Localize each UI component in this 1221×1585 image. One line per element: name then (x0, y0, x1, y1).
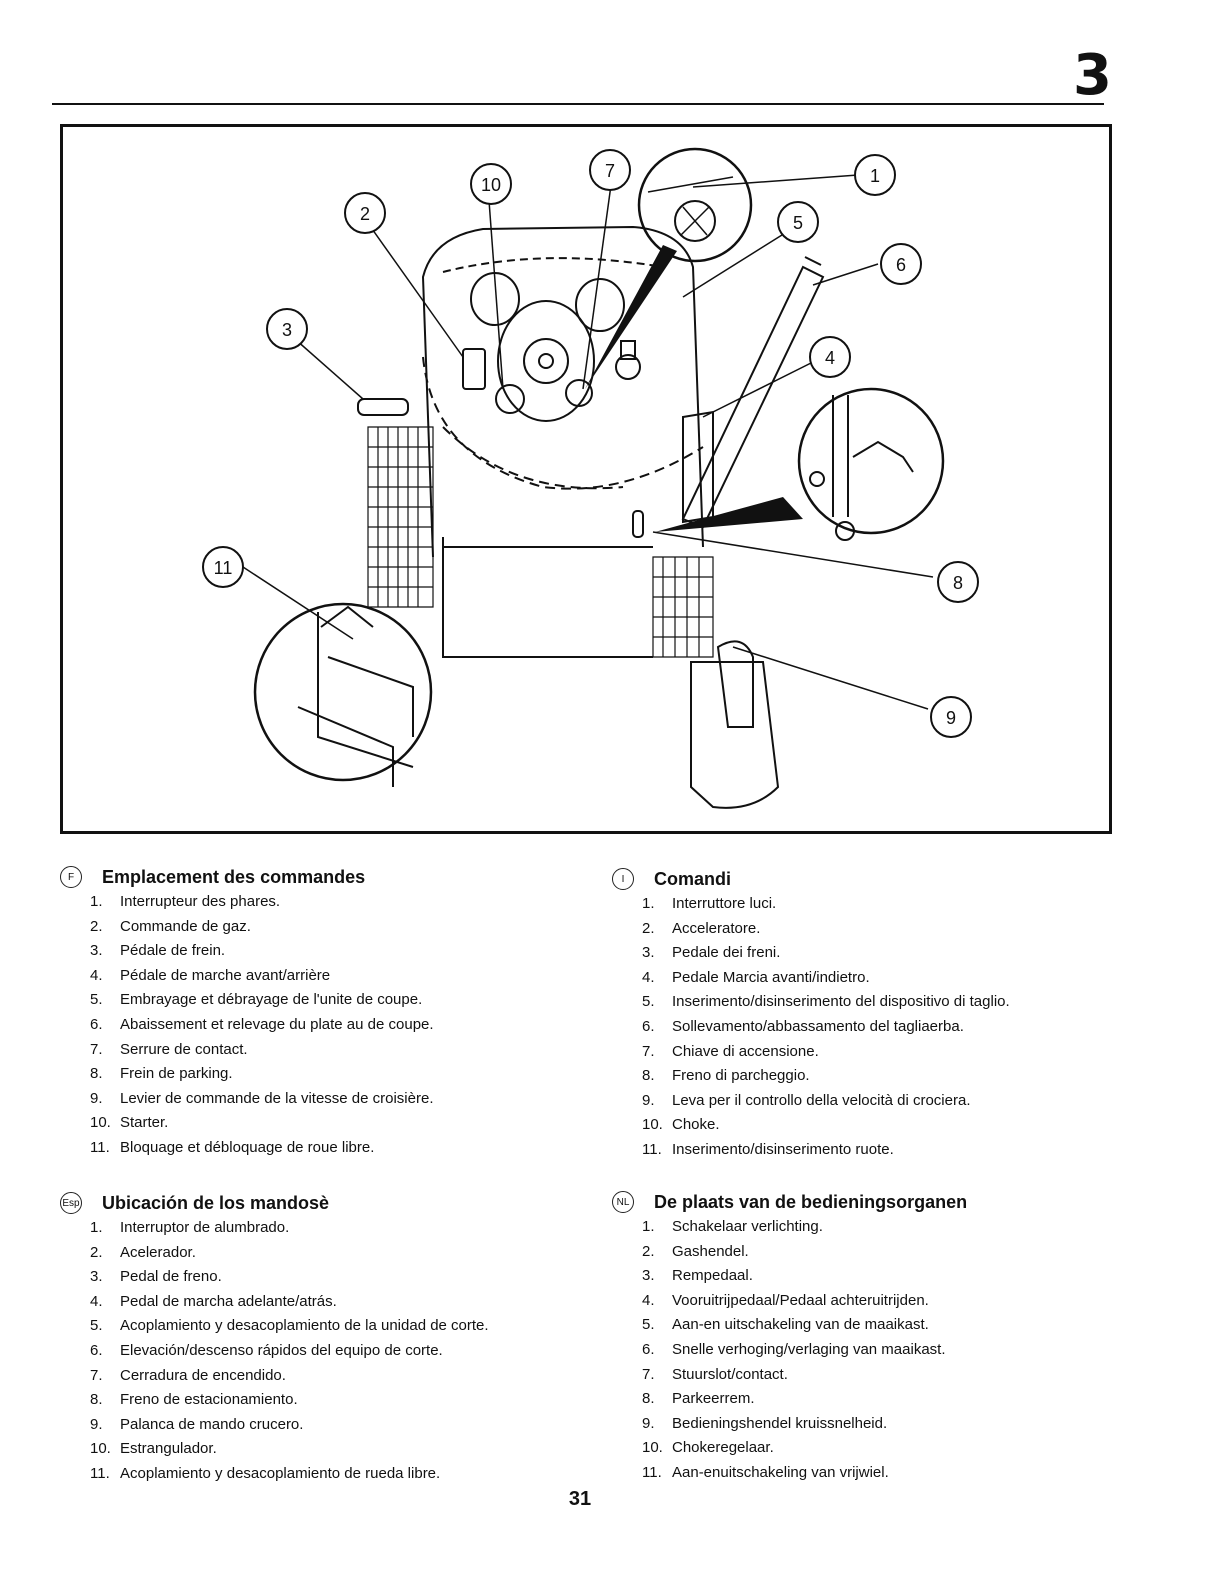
legend-title: Ubicación de los mandosè (102, 1192, 330, 1213)
list-item: 10.Chokeregelaar. (642, 1439, 774, 1457)
list-item: 10.Estrangulador. (90, 1440, 217, 1458)
list-item: 5.Inserimento/disinserimento del disposi… (642, 993, 1010, 1011)
callout-1: 1 (870, 166, 880, 186)
callout-9: 9 (946, 708, 956, 728)
list-item: 4.Pedal de marcha adelante/atrás. (90, 1292, 337, 1310)
list-item: 2.Acceleratore. (642, 919, 761, 937)
list-item: 4.Pédale de marche avant/arrière (90, 966, 331, 984)
language-badge: F (60, 866, 82, 888)
legend-list: 1.Interrupteur des phares. 2.Commande de… (60, 890, 560, 1161)
list-item: 3.Pedale dei freni. (642, 944, 781, 962)
callout-3: 3 (282, 320, 292, 340)
callout-4: 4 (825, 348, 835, 368)
callout-5: 5 (793, 213, 803, 233)
list-item: 9.Bedieningshendel kruissnelheid. (642, 1414, 888, 1432)
list-item: 11.Acoplamiento y desacoplamiento de rue… (90, 1464, 441, 1482)
list-item: 7.Chiave di accensione. (642, 1042, 819, 1060)
list-item: 8.Freno di parcheggio. (642, 1067, 810, 1085)
list-item: 2.Commande de gaz. (90, 917, 251, 935)
legend-list: 1.Interruptor de alumbrado. 2.Acelerador… (60, 1216, 560, 1487)
list-item: 6.Sollevamento/abbassamento del tagliaer… (642, 1017, 964, 1035)
callout-8: 8 (953, 573, 963, 593)
callout-10: 10 (481, 175, 501, 195)
legend-title: Emplacement des commandes (102, 866, 366, 887)
list-item: 8.Freno de estacionamiento. (90, 1391, 298, 1409)
legend-list: 1.Interruttore luci. 2.Acceleratore. 3.P… (612, 892, 1112, 1163)
callout-2: 2 (360, 204, 370, 224)
list-item: 5.Aan-en uitschakeling van de maaikast. (642, 1316, 929, 1334)
legend-dutch: NL De plaats van de bedieningsorganen 1.… (612, 1189, 1112, 1486)
header-rule (52, 103, 1104, 105)
list-item: 2.Gashendel. (642, 1242, 749, 1260)
callout-11: 11 (214, 558, 233, 578)
list-item: 3.Pedal de freno. (90, 1268, 222, 1286)
list-item: 3.Rempedaal. (642, 1267, 753, 1285)
tractor-dashboard-drawing: 1 2 3 4 5 6 7 8 9 10 11 (202, 147, 979, 809)
list-item: 8.Parkeerrem. (642, 1390, 755, 1408)
list-item: 4.Pedale Marcia avanti/indietro. (642, 968, 870, 986)
list-item: 11.Inserimento/disinserimento ruote. (642, 1140, 894, 1158)
list-item: 7.Stuurslot/contact. (642, 1365, 788, 1383)
list-item: 6.Abaissement et relevage du plate au de… (90, 1015, 434, 1033)
legend-header: I Comandi (612, 866, 1112, 892)
list-item: 8.Frein de parking. (90, 1065, 233, 1083)
callout-6: 6 (896, 255, 906, 275)
list-item: 9.Levier de commande de la vitesse de cr… (90, 1089, 434, 1107)
list-item: 6.Elevación/descenso rápidos del equipo … (90, 1341, 443, 1359)
legend-title: De plaats van de bedieningsorganen (654, 1191, 968, 1212)
legend-title: Comandi (654, 868, 732, 889)
list-item: 6.Snelle verhoging/verlaging van maaikas… (642, 1340, 946, 1358)
list-item: 9.Leva per il controllo della velocità d… (642, 1091, 971, 1109)
list-item: 5.Embrayage et débrayage de l'unite de c… (90, 991, 423, 1009)
chapter-number: 3 (1073, 43, 1112, 108)
list-item: 4.Vooruitrijpedaal/Pedaal achteruitrijde… (642, 1291, 929, 1309)
controls-illustration: 1 2 3 4 5 6 7 8 9 10 11 (60, 124, 1112, 834)
list-item: 11.Aan-enuitschakeling van vrijwiel. (642, 1463, 889, 1481)
list-item: 7.Serrure de contact. (90, 1040, 248, 1058)
list-item: 1.Interrupteur des phares. (90, 893, 281, 910)
language-badge: Esp (60, 1192, 82, 1214)
legend-header: Esp Ubicación de los mandosè (60, 1190, 560, 1216)
list-item: 1.Interruptor de alumbrado. (90, 1219, 290, 1236)
list-item: 10.Starter. (90, 1114, 169, 1132)
list-item: 5.Acoplamiento y desacoplamiento de la u… (90, 1317, 489, 1335)
list-item: 1.Schakelaar verlichting. (642, 1218, 823, 1235)
language-badge: NL (612, 1191, 634, 1213)
list-item: 2.Acelerador. (90, 1243, 196, 1261)
legend-header: NL De plaats van de bedieningsorganen (612, 1189, 1112, 1215)
legend-header: F Emplacement des commandes (60, 864, 560, 890)
callout-7: 7 (605, 161, 615, 181)
list-item: 11.Bloquage et débloquage de roue libre. (90, 1138, 375, 1156)
legend-french: F Emplacement des commandes 1.Interrupte… (60, 864, 560, 1161)
legend-list: 1.Schakelaar verlichting. 2.Gashendel. 3… (612, 1215, 1112, 1486)
list-item: 10.Choke. (642, 1116, 720, 1134)
list-item: 3.Pédale de frein. (90, 942, 226, 960)
list-item: 7.Cerradura de encendido. (90, 1366, 286, 1384)
language-badge: I (612, 868, 634, 890)
list-item: 9.Palanca de mando crucero. (90, 1415, 304, 1433)
legend-italian: I Comandi 1.Interruttore luci. 2.Acceler… (612, 866, 1112, 1163)
legend-spanish: Esp Ubicación de los mandosè 1.Interrupt… (60, 1190, 560, 1487)
page-number: 31 (568, 1488, 592, 1510)
list-item: 1.Interruttore luci. (642, 895, 777, 912)
